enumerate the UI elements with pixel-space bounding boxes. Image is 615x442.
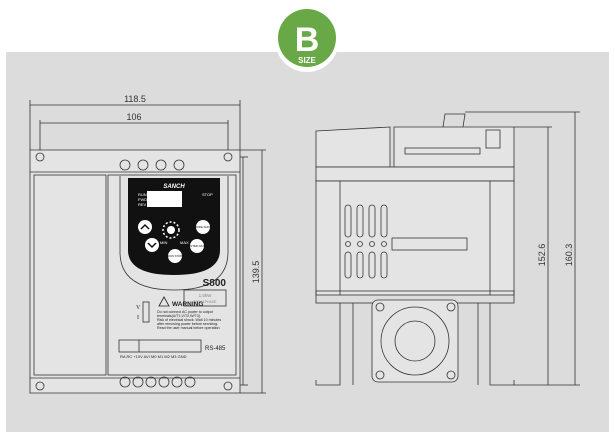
warning-line: Risk of electrical shock. Wait 10 minute… <box>157 318 221 322</box>
vent-slots <box>344 204 468 279</box>
terminal-labels: RA RC +10V AVI M0 M1 M2 M3 GND <box>120 354 187 359</box>
switch-label-v: V <box>136 305 141 311</box>
indicator-run: RUN <box>138 192 147 197</box>
dip-terminals <box>404 147 481 155</box>
power-rating: 1.5kW <box>199 293 213 298</box>
warning-title: WARNING <box>172 301 203 308</box>
bottom-terminal-screws <box>119 376 196 388</box>
run-stop-key[interactable]: RUN STOP <box>168 249 183 263</box>
model-label: S800 <box>203 278 227 289</box>
svg-text:MODE SHIFT: MODE SHIFT <box>194 225 212 229</box>
lcd-display <box>147 191 182 207</box>
switch-label-i: I <box>137 315 139 321</box>
warning-line: after removing power before servicing. <box>157 322 218 326</box>
size-badge: B SIZE <box>275 8 339 72</box>
dim-side-overall-height: 160.3 <box>564 244 574 267</box>
indicator-stop: STOP <box>202 192 213 197</box>
enter-data-key[interactable]: ENTER DATA <box>188 239 206 253</box>
side-view: 152.6 160.3 <box>315 111 580 386</box>
warning-line: Do not connect AC power to output <box>157 310 213 314</box>
svg-text:RUN STOP: RUN STOP <box>168 254 183 258</box>
top-terminal-screws <box>119 159 185 171</box>
knob-min-label: MIN <box>160 240 167 245</box>
badge-label: SIZE <box>298 56 316 65</box>
warning-line: terminals(U/T1,V/T2,W/T3). <box>157 314 201 318</box>
potentiometer-knob[interactable] <box>162 221 180 239</box>
dim-side-height: 152.6 <box>537 244 547 267</box>
mode-shift-key[interactable]: MODE SHIFT <box>194 220 212 234</box>
control-terminal-block <box>118 339 202 353</box>
warning-line: Read the user manual before operation. <box>157 326 221 330</box>
warning-icon <box>158 296 170 307</box>
dim-mount-width: 106 <box>126 112 141 122</box>
down-key[interactable] <box>145 238 159 252</box>
vi-switch[interactable] <box>142 301 150 323</box>
up-key[interactable] <box>138 220 152 234</box>
front-view: SANCH RUN FWD REV STOP MIN MAX MODE SHIF… <box>29 149 241 394</box>
brand-logo: SANCH <box>163 184 185 190</box>
knob-max-label: MAX <box>180 240 189 245</box>
dim-overall-width: 118.5 <box>124 94 146 104</box>
svg-text:ENTER DATA: ENTER DATA <box>188 244 205 248</box>
badge-letter: B <box>295 21 320 59</box>
indicator-fwd: FWD <box>138 197 147 202</box>
dim-overall-height: 139.5 <box>251 261 261 284</box>
cooling-fan-icon <box>371 299 459 383</box>
indicator-rev: REV <box>138 202 147 207</box>
rs485-label: RS-485 <box>205 346 226 352</box>
supply-rating: 220V 1PHASE <box>194 300 218 304</box>
